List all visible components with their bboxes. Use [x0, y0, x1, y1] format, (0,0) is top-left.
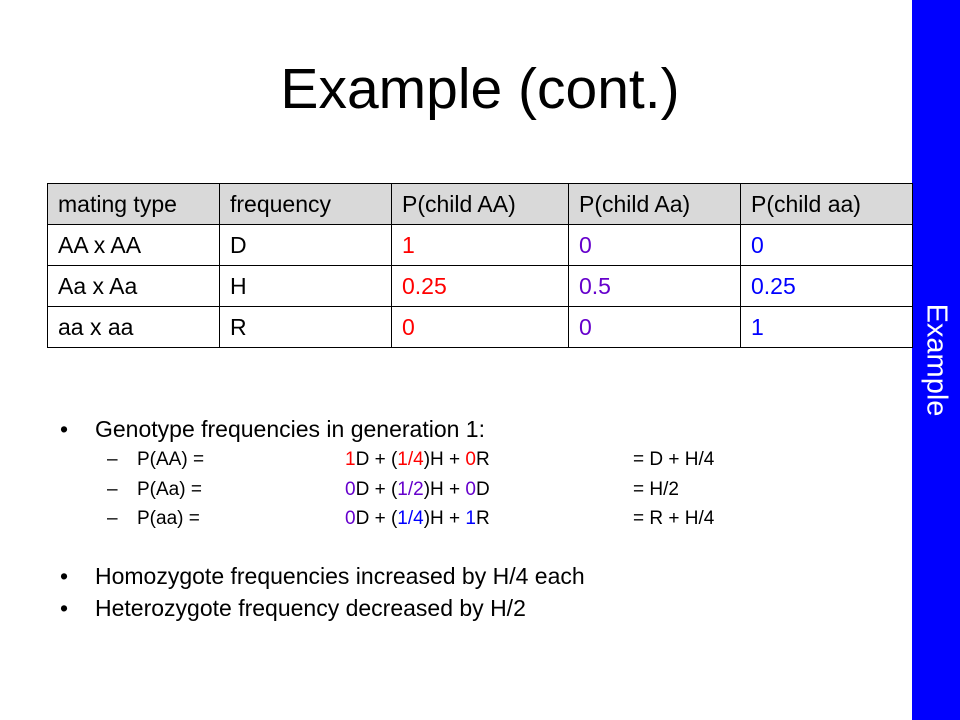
bullet-marker: •: [60, 416, 69, 442]
sub-result-p-AA: = D + H/4: [633, 449, 715, 470]
table-row: Aa x Aa H 0.25 0.5 0.25: [47, 265, 913, 307]
sub-formula-p-AA: 1D + (1/4)H + 0R: [345, 449, 490, 470]
sub-label-p-AA: P(AA) =: [137, 449, 205, 470]
sub-label-p-aa: P(aa) =: [137, 508, 200, 529]
table-cell: AA x AA: [47, 224, 220, 266]
table-cell: aa x aa: [47, 306, 220, 348]
sub-label-p-Aa: P(Aa) =: [137, 479, 202, 500]
table-cell: 0: [568, 306, 741, 348]
table-cell: D: [219, 224, 392, 266]
table-cell: 1: [740, 306, 913, 348]
sub-formula-p-aa: 0D + (1/4)H + 1R: [345, 508, 490, 529]
header-p-child-Aa: P(child Aa): [568, 183, 741, 225]
header-mating-type: mating type: [47, 183, 220, 225]
header-p-child-AA: P(child AA): [391, 183, 569, 225]
side-banner: [912, 0, 960, 720]
sub-formula-p-Aa: 0D + (1/2)H + 0D: [345, 479, 490, 500]
bullet-heterozygote: Heterozygote frequency decreased by H/2: [95, 595, 526, 621]
table-cell: R: [219, 306, 392, 348]
header-frequency: frequency: [219, 183, 392, 225]
slide-title: Example (cont.): [280, 57, 680, 121]
table-cell: 0.5: [568, 265, 741, 307]
bullet-marker: •: [60, 563, 69, 589]
sub-result-p-Aa: = H/2: [633, 479, 679, 500]
sub-bullet-marker: –: [107, 508, 118, 529]
table-cell: Aa x Aa: [47, 265, 220, 307]
table-cell: H: [219, 265, 392, 307]
side-banner-label: Example: [920, 303, 953, 417]
table-cell: 0: [740, 224, 913, 266]
table-row: AA x AA D 1 0 0: [47, 224, 913, 266]
mating-table: mating type frequency P(child AA) P(chil…: [47, 183, 913, 348]
bullet-genotype-frequencies: Genotype frequencies in generation 1:: [95, 416, 485, 442]
bullet-marker: •: [60, 595, 69, 621]
sub-bullet-marker: –: [107, 479, 118, 500]
sub-bullet-marker: –: [107, 449, 118, 470]
bullet-homozygote: Homozygote frequencies increased by H/4 …: [95, 563, 585, 589]
table-cell: 1: [391, 224, 569, 266]
sub-result-p-aa: = R + H/4: [633, 508, 715, 529]
table-cell: 0.25: [740, 265, 913, 307]
table-cell: 0: [568, 224, 741, 266]
table-cell: 0.25: [391, 265, 569, 307]
table-cell: 0: [391, 306, 569, 348]
table-row: aa x aa R 0 0 1: [47, 306, 913, 348]
table-header-row: mating type frequency P(child AA) P(chil…: [47, 183, 913, 225]
header-p-child-aa: P(child aa): [740, 183, 913, 225]
